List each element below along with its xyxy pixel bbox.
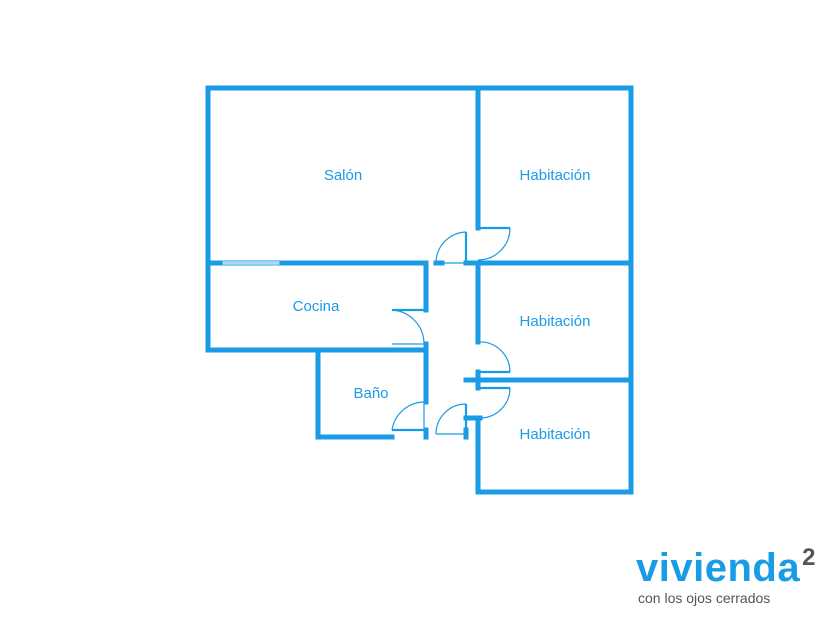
brand-name: vivienda bbox=[636, 546, 801, 590]
walls bbox=[205, 85, 634, 495]
brand-superscript: 2 bbox=[802, 544, 816, 571]
room-label-habitacion-2: Habitación bbox=[520, 313, 591, 330]
door-habitacion1-icon bbox=[477, 226, 511, 261]
doors bbox=[391, 226, 511, 435]
door-habitacion2-icon bbox=[477, 341, 511, 374]
door-bano-icon bbox=[391, 401, 425, 432]
door-entrance-icon bbox=[435, 403, 468, 435]
door-cocina-icon bbox=[391, 308, 425, 345]
brand-tagline: con los ojos cerrados bbox=[638, 590, 771, 606]
room-label-cocina: Cocina bbox=[293, 298, 340, 315]
room-label-bano: Baño bbox=[353, 385, 388, 402]
door-habitacion3-icon bbox=[479, 386, 511, 419]
room-label-salon: Salón bbox=[324, 167, 362, 184]
room-label-habitacion-1: Habitación bbox=[520, 167, 591, 184]
door-salon-icon bbox=[435, 231, 468, 264]
room-label-habitacion-3: Habitación bbox=[520, 426, 591, 443]
brand-logo: vivienda2 con los ojos cerrados bbox=[636, 544, 815, 606]
